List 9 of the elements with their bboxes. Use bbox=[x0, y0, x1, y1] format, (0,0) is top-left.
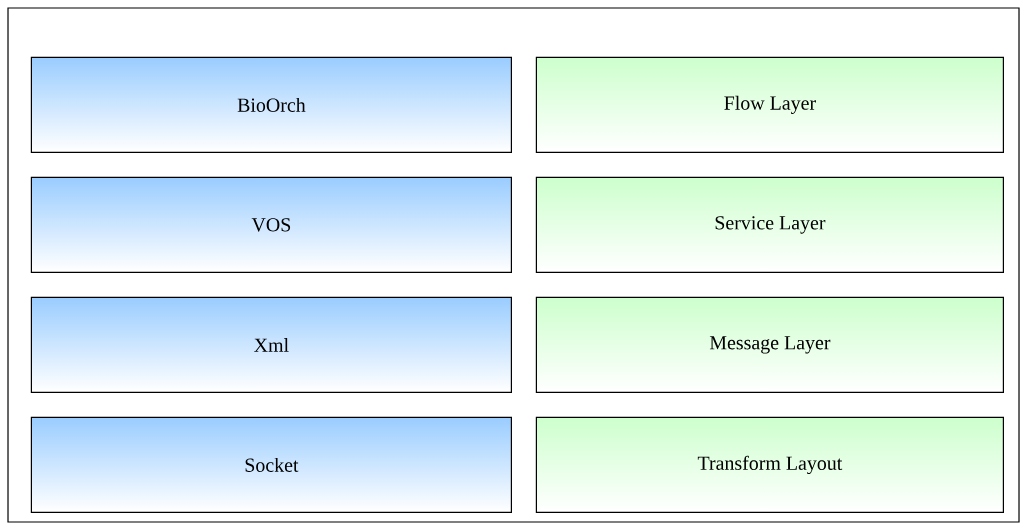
layer-box: BioOrch bbox=[30, 56, 512, 153]
layer-box: Transform Layout bbox=[535, 416, 1004, 513]
layer-box: Xml bbox=[30, 296, 512, 393]
layer-box: Service Layer bbox=[535, 176, 1004, 273]
layer-box: VOS bbox=[30, 176, 512, 273]
frame-box bbox=[7, 7, 1020, 523]
layer-box: Message Layer bbox=[535, 296, 1004, 393]
layer-box: Socket bbox=[30, 416, 512, 513]
layer-box: Flow Layer bbox=[535, 56, 1004, 153]
